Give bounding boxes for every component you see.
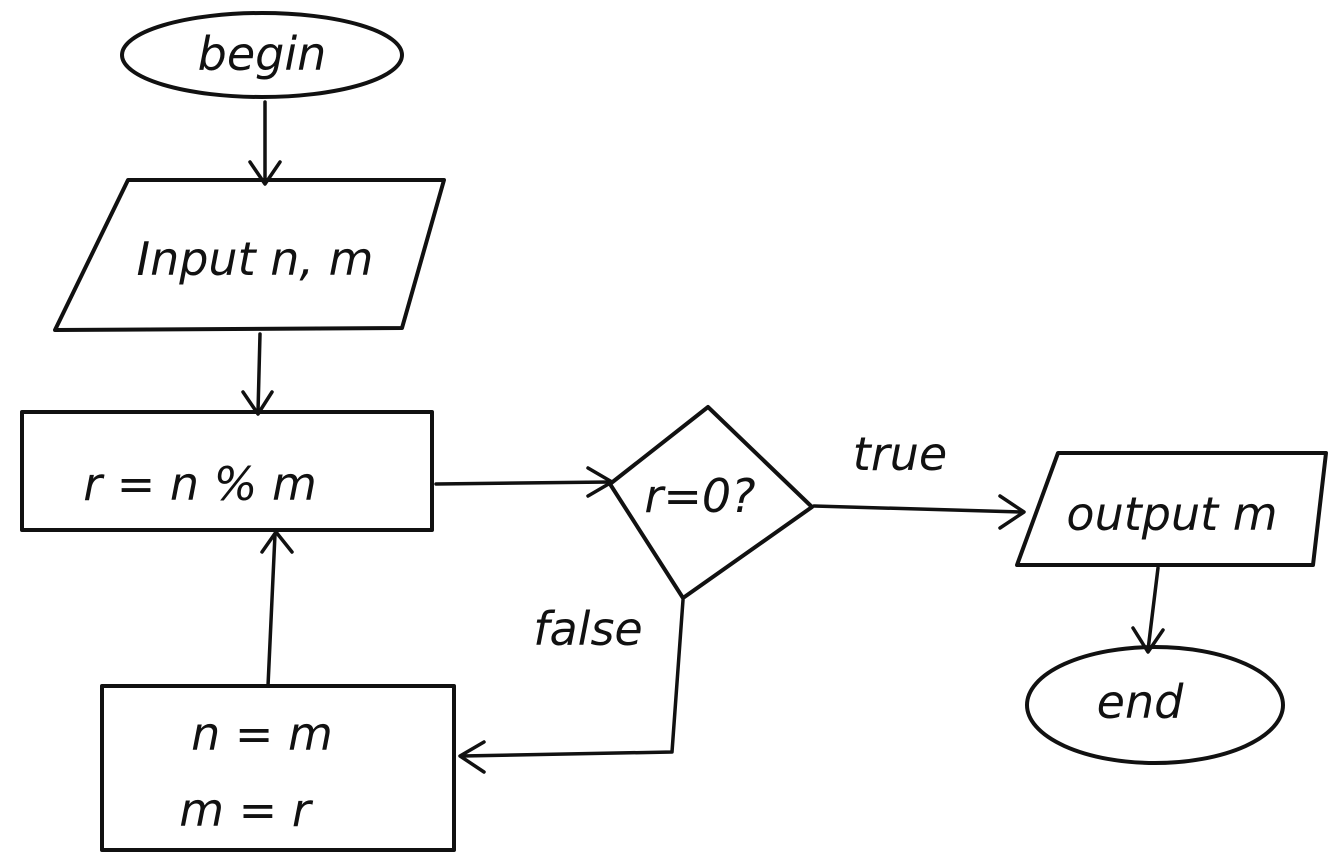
node-end: end [1025,645,1285,765]
edge-swap-to-remainder [260,530,294,688]
node-decision: r=0? [608,405,814,600]
edge-label-true: true [853,427,947,481]
node-swap-line-2: m = r [179,783,314,837]
node-begin-label: begin [198,27,327,81]
edge-input-to-remainder [241,332,274,416]
edge-label-false: false [533,602,642,656]
edge-decision-to-swap-false [458,598,685,774]
node-input-label: Input n, m [137,232,374,286]
node-remainder-label: r = n % m [83,457,317,511]
edge-remainder-to-decision [434,466,614,498]
node-decision-label: r=0? [644,469,755,523]
node-end-label: end [1097,675,1184,729]
node-output-label: output m [1066,487,1277,541]
node-begin: begin [120,11,404,99]
edge-output-to-end [1131,566,1165,654]
node-swap: n = m m = r [100,684,456,852]
node-output: output m [1015,451,1328,567]
edge-decision-to-output-true [812,494,1026,530]
node-remainder: r = n % m [20,410,434,532]
edge-begin-to-input [248,100,282,186]
node-swap-line-1: n = m [191,707,333,761]
node-input: Input n, m [53,178,446,332]
